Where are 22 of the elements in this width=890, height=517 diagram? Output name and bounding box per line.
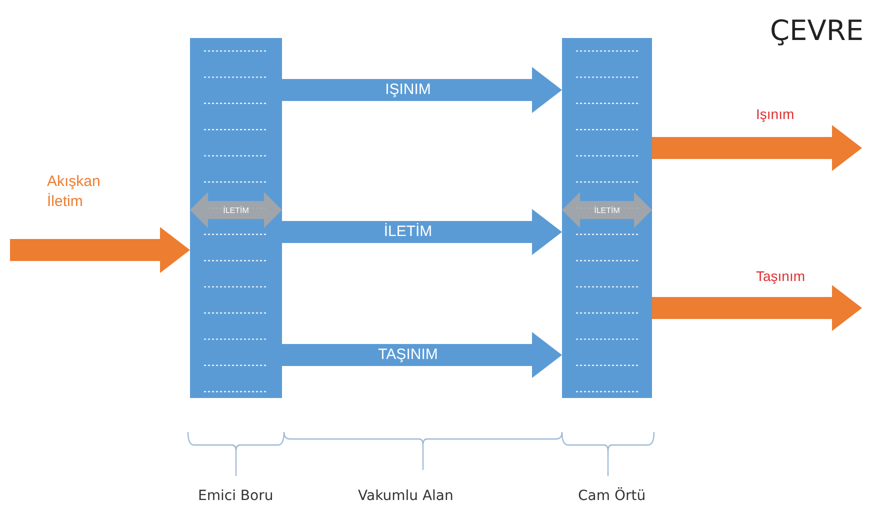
block-arrow xyxy=(282,209,562,255)
part-name: Vakumlu Alan xyxy=(358,488,454,504)
block-arrow xyxy=(282,332,562,378)
edge-label: Akışkan İletim xyxy=(47,172,102,211)
block-arrow xyxy=(282,67,562,113)
arrow-label: İLETİM xyxy=(223,206,249,214)
block-arrow xyxy=(652,285,862,331)
region-heading: ÇEVRE xyxy=(770,14,864,47)
block-arrow xyxy=(652,125,862,171)
block-arrow xyxy=(10,227,190,273)
double-arrow xyxy=(562,192,652,228)
edge-label: Taşınım xyxy=(756,268,806,284)
double-arrow xyxy=(190,192,282,228)
edge-label: İLETİM xyxy=(384,223,432,240)
part-name: Cam Örtü xyxy=(578,488,646,504)
edge-label: Işınım xyxy=(756,106,794,122)
layer-column xyxy=(190,38,282,398)
layer-column xyxy=(562,38,652,398)
edge-label: IŞINIM xyxy=(385,81,431,98)
part-name: Emici Boru xyxy=(198,488,274,504)
arrow-label: İLETİM xyxy=(594,206,620,214)
edge-label: TAŞINIM xyxy=(378,346,438,363)
